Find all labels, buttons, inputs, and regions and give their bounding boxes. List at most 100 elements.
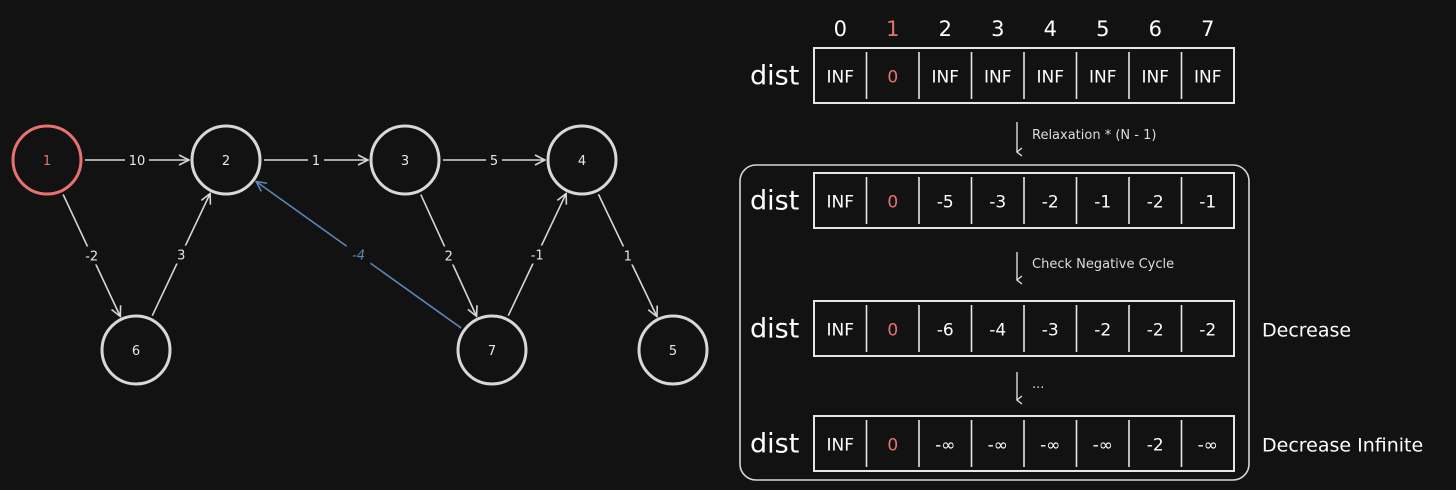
edge-label-bg bbox=[486, 151, 502, 169]
dist-row: dist INF 0 -∞ -∞ -∞ -∞ -2 -∞ Decrease Infinite bbox=[750, 415, 1423, 472]
node-7: 7 bbox=[456, 314, 528, 386]
edge-weight-label: 3 bbox=[177, 249, 185, 264]
row-label: dist bbox=[750, 429, 799, 460]
index-label: 4 bbox=[1044, 17, 1057, 41]
edge-weight-label: -2 bbox=[85, 249, 98, 264]
dist-cell: INF bbox=[931, 68, 959, 88]
node-circle bbox=[369, 124, 441, 196]
node-label: 2 bbox=[222, 154, 230, 169]
dist-cell: INF bbox=[1141, 68, 1169, 88]
node-label: 3 bbox=[401, 154, 409, 169]
dist-cell: -2 bbox=[1147, 193, 1164, 213]
node-circle bbox=[100, 314, 172, 386]
dist-cell: -2 bbox=[1147, 436, 1164, 456]
edge-label-bg bbox=[79, 246, 104, 265]
dist-cell: INF bbox=[826, 321, 854, 341]
edge-2-3: 1 bbox=[264, 151, 368, 169]
node-circle bbox=[456, 314, 528, 386]
node-circle bbox=[11, 124, 83, 196]
dist-cell: -3 bbox=[1042, 321, 1059, 341]
dist-cell: -2 bbox=[1042, 193, 1059, 213]
dist-cell: -∞ bbox=[1040, 436, 1060, 456]
edge-weight-label: 2 bbox=[445, 249, 453, 264]
edge-7-4: -1 bbox=[507, 193, 566, 317]
index-label: 0 bbox=[834, 17, 847, 41]
node-1: 1 bbox=[11, 124, 83, 196]
graph: 10 1 5 -2 3 -4 2 -1 1 1 2 3 4 5 6 7 bbox=[11, 124, 709, 386]
dist-cell: -5 bbox=[937, 193, 954, 213]
row-note: Decrease bbox=[1262, 320, 1351, 342]
step-annotation: Check Negative Cycle bbox=[1017, 252, 1174, 280]
edge-weight-label: 1 bbox=[624, 249, 632, 264]
step-label: Check Negative Cycle bbox=[1032, 257, 1174, 272]
row-frame bbox=[813, 47, 1235, 104]
dist-cell: -∞ bbox=[1093, 436, 1113, 456]
edge-label-bg bbox=[619, 246, 636, 265]
edge-1-2: 10 bbox=[85, 151, 189, 169]
row-frame bbox=[813, 172, 1235, 229]
dist-cell: -1 bbox=[1094, 193, 1111, 213]
dist-cell: -2 bbox=[1147, 321, 1164, 341]
edge-6-2: 3 bbox=[151, 193, 210, 317]
node-circle bbox=[637, 314, 709, 386]
row-label: dist bbox=[750, 314, 799, 345]
dist-cell: 0 bbox=[887, 193, 898, 213]
dist-cell: -6 bbox=[937, 321, 954, 341]
edge-label-bg bbox=[308, 151, 324, 169]
edge-weight-label: 1 bbox=[312, 154, 320, 169]
row-frame bbox=[813, 300, 1235, 357]
step-label: ... bbox=[1032, 377, 1044, 392]
index-label: 7 bbox=[1201, 17, 1214, 41]
node-4: 4 bbox=[546, 124, 618, 196]
edge-label-bg bbox=[440, 246, 457, 265]
step-annotation: ... bbox=[1017, 372, 1044, 400]
node-label: 4 bbox=[578, 154, 586, 169]
node-circle bbox=[190, 124, 262, 196]
index-label: 1 bbox=[886, 17, 899, 41]
edge-weight-label: 10 bbox=[129, 154, 146, 169]
dist-cell: -∞ bbox=[1198, 436, 1218, 456]
row-label: dist bbox=[750, 61, 799, 92]
dist-cell: 0 bbox=[887, 436, 898, 456]
dist-cell: INF bbox=[1036, 68, 1064, 88]
dist-cell: -2 bbox=[1199, 321, 1216, 341]
node-5: 5 bbox=[637, 314, 709, 386]
dist-cell: -4 bbox=[989, 321, 1006, 341]
edge-label-bg bbox=[173, 245, 190, 264]
node-circle bbox=[546, 124, 618, 196]
node-label: 7 bbox=[488, 344, 496, 359]
dist-cell: INF bbox=[826, 68, 854, 88]
index-label: 6 bbox=[1149, 17, 1162, 41]
node-label: 1 bbox=[43, 154, 51, 169]
dist-cell: 0 bbox=[887, 68, 898, 88]
row-note: Decrease Infinite bbox=[1262, 435, 1423, 457]
dist-cell: INF bbox=[1089, 68, 1117, 88]
edge-weight-label: -4 bbox=[352, 249, 365, 264]
node-6: 6 bbox=[100, 314, 172, 386]
row-frame bbox=[813, 415, 1235, 472]
dist-cell: -3 bbox=[989, 193, 1006, 213]
edge-label-bg bbox=[346, 245, 371, 264]
edge-weight-label: 5 bbox=[490, 154, 498, 169]
dist-cell: -∞ bbox=[988, 436, 1008, 456]
edge-4-5: 1 bbox=[597, 193, 657, 316]
edge-label-bg bbox=[125, 151, 149, 169]
edge-label-bg bbox=[525, 245, 550, 264]
dist-cell: -∞ bbox=[935, 436, 955, 456]
node-3: 3 bbox=[369, 124, 441, 196]
dist-cell: INF bbox=[826, 436, 854, 456]
node-label: 6 bbox=[132, 344, 140, 359]
node-label: 5 bbox=[669, 344, 677, 359]
edge-weight-label: -1 bbox=[531, 249, 544, 264]
index-label: 3 bbox=[991, 17, 1004, 41]
edge-3-4: 5 bbox=[443, 151, 545, 169]
iteration-group-box bbox=[739, 164, 1250, 481]
dist-cell: 0 bbox=[887, 321, 898, 341]
index-label: 2 bbox=[939, 17, 952, 41]
row-label: dist bbox=[750, 186, 799, 217]
edge-3-7: 2 bbox=[420, 194, 477, 317]
